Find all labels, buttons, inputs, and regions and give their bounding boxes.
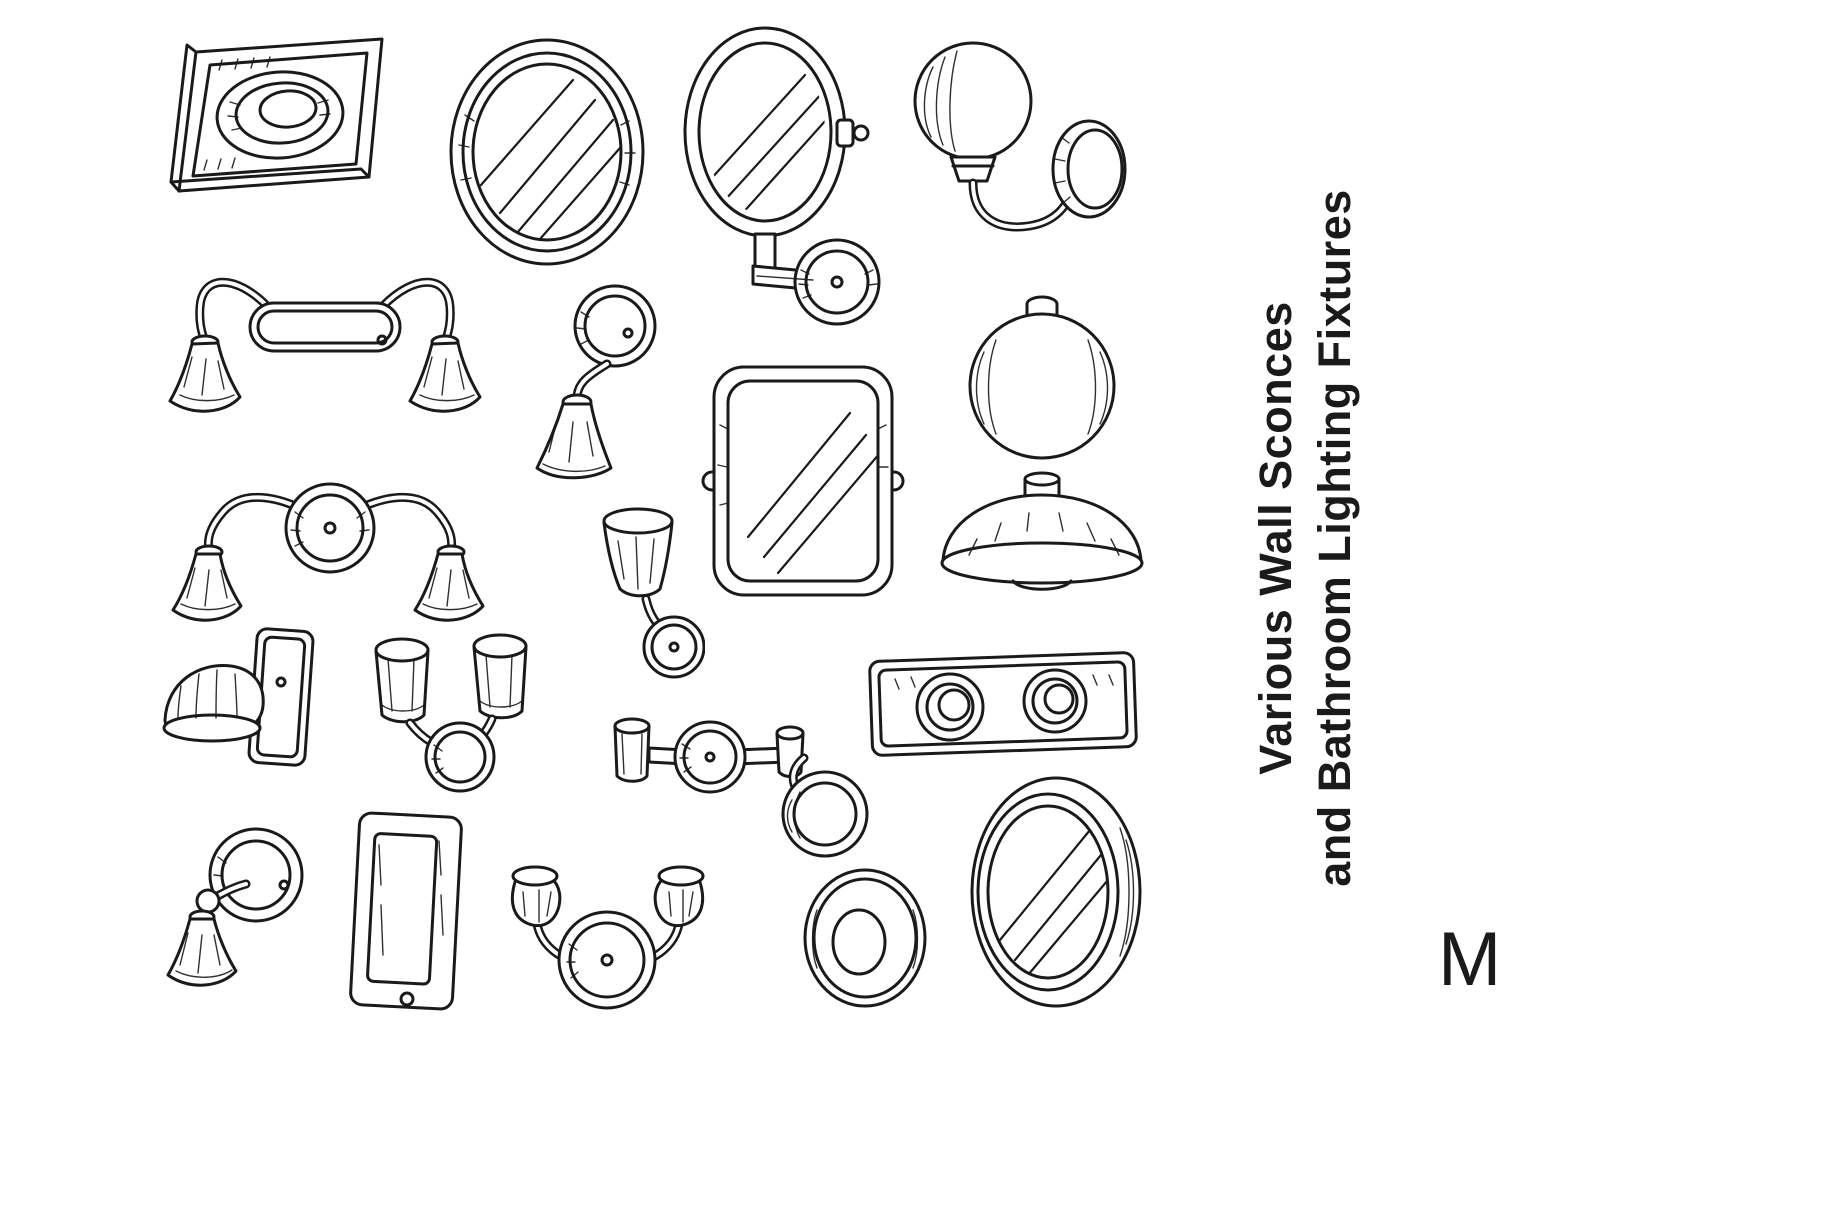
fixture-swivel-oval-mirror xyxy=(665,20,885,360)
single-sconce-illustration xyxy=(535,284,657,480)
bell-sconce-illustration xyxy=(166,827,304,987)
fixture-two-cylinder-vanity xyxy=(340,625,565,800)
fixture-globe-sconce xyxy=(895,25,1140,260)
fixture-small-round-sconce xyxy=(770,750,875,865)
two-cylinder-vanity-illustration xyxy=(374,633,528,793)
page-title: Various Wall Sconces and Bathroom Lighti… xyxy=(1246,128,1378,948)
fixture-ring-fixture xyxy=(795,860,935,1015)
ball-sconce-illustration xyxy=(968,295,1116,460)
bar-light-illustration xyxy=(613,717,805,794)
vanity-two-light-illustration xyxy=(168,277,482,413)
fixture-double-flush-rect xyxy=(855,625,1150,780)
page-title-line2: and Bathroom Lighting Fixtures xyxy=(1309,189,1361,887)
watermark-letter: M xyxy=(1438,917,1502,1002)
fixture-vanity-two-light-bar xyxy=(150,245,490,435)
saucer-dome-illustration xyxy=(940,471,1144,591)
fixture-single-sconce-down xyxy=(515,280,665,495)
fixture-rect-mirror xyxy=(700,355,905,610)
fixture-ball-sconce xyxy=(950,280,1135,465)
rect-dome-sconce-illustration xyxy=(162,627,315,767)
page-title-line1: Various Wall Sconces xyxy=(1250,301,1301,775)
cone-sconce-illustration xyxy=(602,507,705,679)
fixture-oval-mirror-1 xyxy=(445,35,650,270)
oval-mirror-2-illustration xyxy=(970,776,1142,1008)
rect-wall-lamp-illustration xyxy=(349,811,463,1011)
fixture-saucer-dome-light xyxy=(925,465,1160,630)
fixture-rect-dome-sconce xyxy=(155,620,320,795)
oval-mirror-illustration xyxy=(449,38,645,266)
fixture-small-cone-sconce xyxy=(590,495,705,690)
fixture-vanity-two-light-scurve xyxy=(145,450,515,635)
globe-sconce-illustration xyxy=(913,41,1127,232)
fixture-flush-square-light xyxy=(160,30,400,210)
fixture-horizontal-bar-light xyxy=(600,700,815,815)
fixture-oval-mirror-2 xyxy=(960,770,1150,1015)
swivel-oval-mirror-illustration xyxy=(683,26,881,326)
fixture-bell-sconce-down xyxy=(150,805,315,1030)
double-flush-illustration xyxy=(868,651,1138,757)
rect-mirror-illustration xyxy=(701,365,905,597)
ring-fixture-illustration xyxy=(803,868,927,1008)
fixture-rect-wall-lamp xyxy=(335,805,475,1025)
vanity-scurve-illustration xyxy=(171,482,485,622)
flush-square-light-illustration xyxy=(169,37,384,193)
double-tulip-illustration xyxy=(510,865,705,1010)
fixture-double-tulip-sconce xyxy=(485,840,730,1035)
small-round-sconce-illustration xyxy=(781,753,869,858)
